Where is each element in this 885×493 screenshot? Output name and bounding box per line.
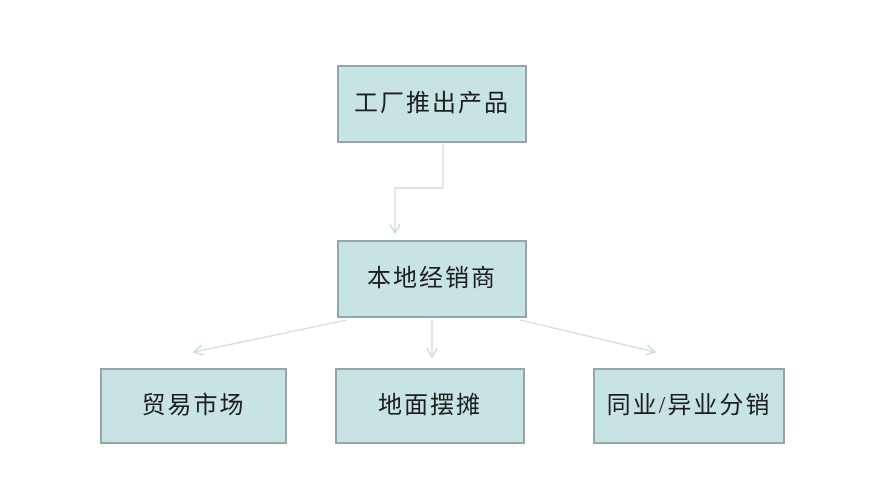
node-local-distributor-label: 本地经销商 bbox=[367, 266, 497, 292]
node-local-distributor: 本地经销商 bbox=[337, 240, 527, 318]
node-factory-product-label: 工厂推出产品 bbox=[354, 91, 510, 117]
edge-distributor-to-cross-industry bbox=[519, 319, 657, 356]
node-trade-market-label: 贸易市场 bbox=[141, 393, 246, 419]
node-street-stall: 地面摆摊 bbox=[335, 368, 525, 444]
node-factory-product: 工厂推出产品 bbox=[337, 65, 527, 143]
node-cross-industry-distribution-label: 同业/异业分销 bbox=[606, 393, 772, 419]
node-trade-market: 贸易市场 bbox=[100, 368, 287, 444]
edge-factory-to-distributor bbox=[389, 144, 444, 235]
node-cross-industry-distribution: 同业/异业分销 bbox=[593, 368, 785, 444]
edge-distributor-to-trade-market bbox=[192, 319, 348, 356]
node-street-stall-label: 地面摆摊 bbox=[378, 393, 482, 419]
